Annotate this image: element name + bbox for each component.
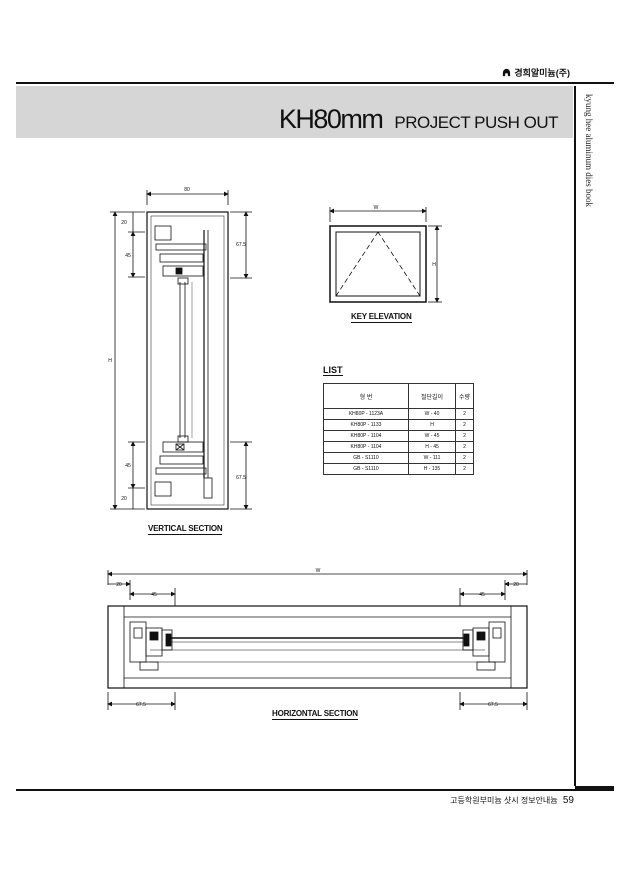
table-row: GB - S1110 H - 135 2 (323, 463, 474, 475)
cell-qty: 2 (455, 430, 474, 442)
cell-part: KH80P - 1123A (323, 408, 409, 420)
page-footer: 고등학원부미늄 샷시 정보안내늄 59 (450, 795, 574, 806)
cell-length: H - 45 (408, 441, 456, 453)
col-cut-length: 절단길이 (408, 383, 456, 409)
hsec-dim-right-20: 20 (513, 582, 519, 588)
cell-part: KH80P - 1133 (323, 419, 409, 431)
footer-rule (16, 789, 614, 791)
title-banner (16, 86, 573, 138)
vertical-section-caption: VERTICAL SECTION (148, 524, 223, 535)
dim-upper-45: 45 (125, 253, 131, 259)
cell-length: H (408, 419, 456, 431)
cell-part: GB - S1110 (323, 463, 409, 475)
hsec-dim-left-45: 45 (151, 592, 157, 598)
cell-part: KH80P - 1104 (323, 441, 409, 453)
hsec-dim-left-67-5: 67.5 (136, 702, 146, 708)
vertical-section-labels: 80 20 45 H 45 20 67.5 67.5 (108, 187, 246, 502)
table-row: KH80P - 1133 H 2 (323, 419, 474, 431)
cell-length: W - 40 (408, 408, 456, 420)
brand-mark: 경희알미늄(주) (502, 66, 570, 79)
dim-bottom-20: 20 (121, 496, 127, 502)
table-row: KH80P - 1123A W - 40 2 (323, 408, 474, 420)
elevation-dim-h: H (432, 262, 436, 268)
brand-logo-icon (503, 68, 511, 77)
horizontal-section-drawing (107, 570, 528, 710)
header-rule (16, 82, 614, 84)
page-number: 59 (562, 795, 574, 806)
cell-part: KH80P - 1104 (323, 430, 409, 442)
key-elevation-caption: KEY ELEVATION (351, 312, 412, 323)
cell-qty: 2 (455, 441, 474, 453)
hsec-dim-right-67-5: 67.5 (488, 702, 498, 708)
parts-list-table: 형 번 절단길이 수량 KH80P - 1123A W - 40 2 KH80P… (323, 383, 474, 475)
cell-length: W - 111 (408, 452, 456, 464)
cell-length: H - 135 (408, 463, 456, 475)
cell-qty: 2 (455, 408, 474, 420)
dim-lower-45: 45 (125, 463, 131, 469)
cell-qty: 2 (455, 452, 474, 464)
table-row: KH80P - 1104 H - 45 2 (323, 441, 474, 453)
side-rule (574, 86, 576, 786)
horizontal-section-caption: HORIZONTAL SECTION (272, 709, 358, 720)
side-rule-foot (575, 786, 614, 791)
key-elevation-drawing (329, 207, 442, 303)
table-header-row: 형 번 절단길이 수량 (323, 383, 474, 409)
dim-right-upper-67-5: 67.5 (236, 242, 246, 248)
vertical-section-drawing (110, 190, 252, 510)
cell-qty: 2 (455, 463, 474, 475)
elevation-dim-w: W (374, 205, 379, 211)
dim-top-20: 20 (121, 220, 127, 226)
col-part-number: 형 번 (323, 383, 409, 409)
side-book-title: kyung hee aluminum dies book (584, 94, 594, 207)
cell-length: W - 45 (408, 430, 456, 442)
title-main: KH80mm (278, 104, 384, 134)
dim-right-lower-67-5: 67.5 (236, 475, 246, 481)
footer-text: 고등학원부미늄 샷시 정보안내늄 (450, 796, 558, 805)
brand-name: 경희알미늄(주) (514, 68, 570, 78)
hsec-dim-right-45: 45 (479, 592, 485, 598)
dim-height-h: H (108, 358, 112, 364)
table-row: GB - S1110 W - 111 2 (323, 452, 474, 464)
page-title: KH80mm PROJECT PUSH OUT (278, 104, 559, 135)
col-quantity: 수량 (455, 383, 474, 409)
table-row: KH80P - 1104 W - 45 2 (323, 430, 474, 442)
dim-width-80: 80 (184, 187, 190, 193)
title-sub: PROJECT PUSH OUT (394, 113, 558, 132)
hsec-dim-w: W (316, 568, 321, 574)
cell-qty: 2 (455, 419, 474, 431)
hsec-dim-left-20: 20 (116, 582, 122, 588)
list-heading: LIST (323, 365, 343, 376)
cell-part: GB - S1110 (323, 452, 409, 464)
